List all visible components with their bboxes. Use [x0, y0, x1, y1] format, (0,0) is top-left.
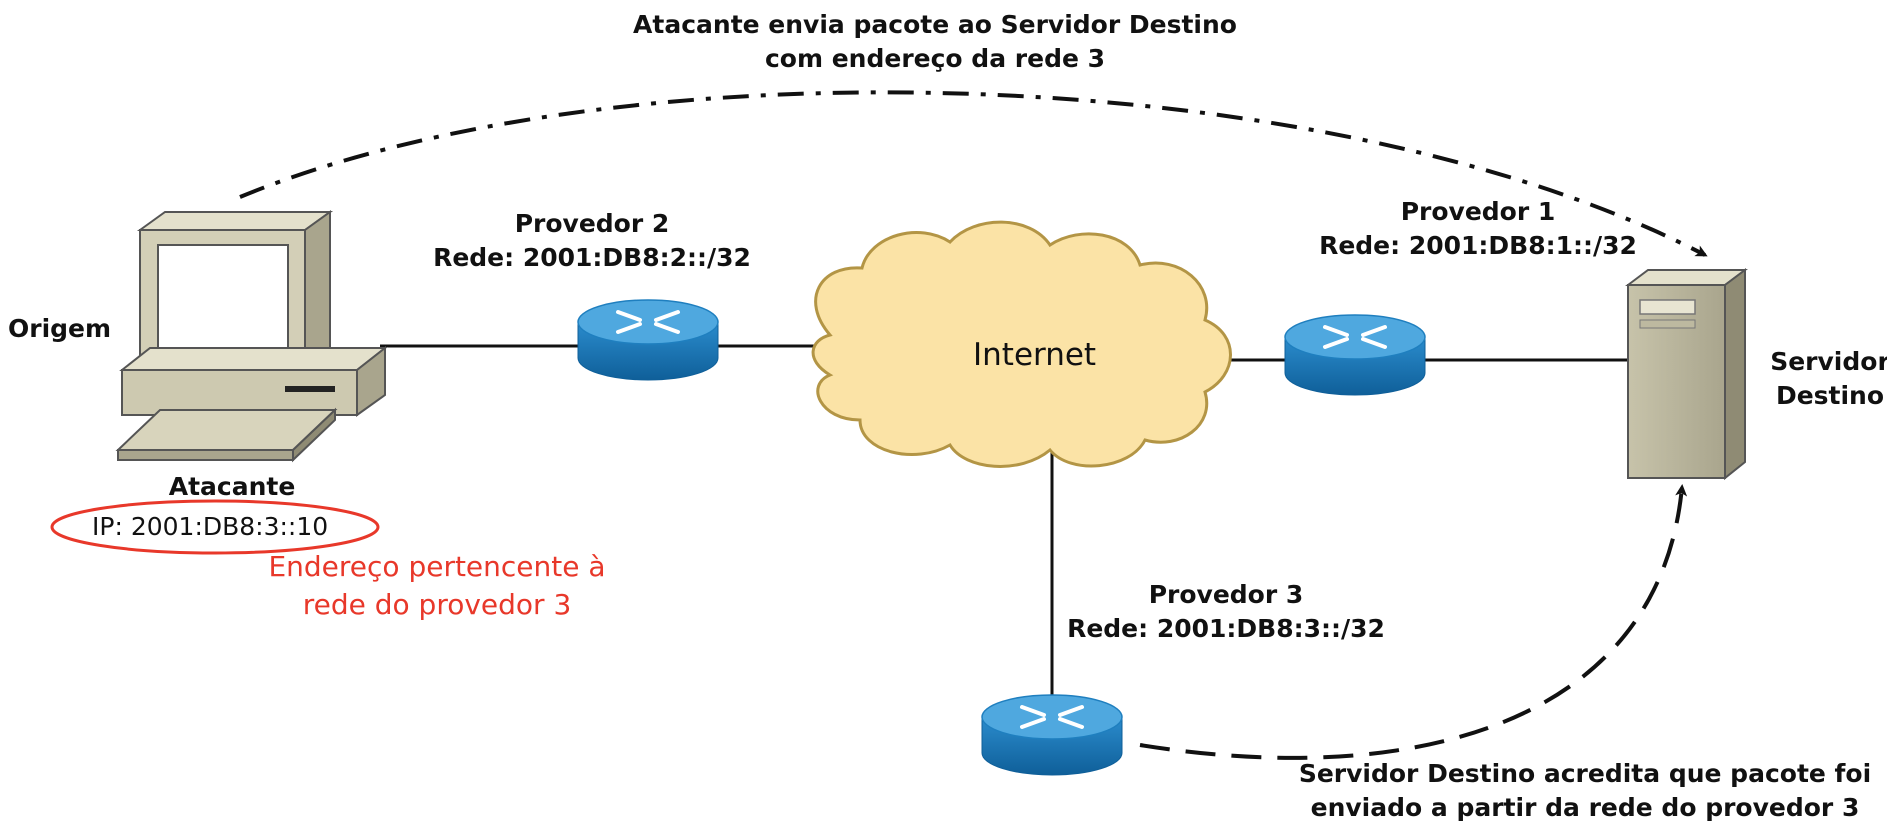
- attacker-note-line1: Endereço pertencente à: [268, 550, 606, 583]
- provider1-label: Provedor 1 Rede: 2001:DB8:1::/32: [1319, 195, 1637, 263]
- top-arrow-caption-line2: com endereço da rede 3: [764, 44, 1106, 73]
- provider2-label: Provedor 2 Rede: 2001:DB8:2::/32: [433, 207, 751, 275]
- attacker-note-line2: rede do provedor 3: [302, 588, 572, 621]
- router-provedor-2-icon: [577, 299, 719, 381]
- attacker-ip-highlight: [50, 499, 380, 555]
- attacker-note: Endereço pertencente à rede do provedor …: [268, 548, 605, 624]
- top-arrow-caption: Atacante envia pacote ao Servidor Destin…: [633, 8, 1237, 76]
- router-provedor-1-icon: [1284, 314, 1426, 396]
- provider3-name: Provedor 3: [1148, 580, 1304, 609]
- computer-icon: [115, 210, 388, 463]
- bottom-arrow-caption-line1: Servidor Destino acredita que pacote foi: [1298, 759, 1872, 788]
- server-label: Servidor Destino: [1770, 345, 1887, 413]
- provider3-network: Rede: 2001:DB8:3::/32: [1067, 614, 1385, 643]
- router-provedor-3-icon: [981, 694, 1123, 776]
- server-icon: [1625, 268, 1748, 481]
- provider3-label: Provedor 3 Rede: 2001:DB8:3::/32: [1067, 578, 1385, 646]
- bottom-arrow-caption: Servidor Destino acredita que pacote foi…: [1299, 757, 1871, 824]
- origin-label: Origem: [8, 314, 112, 343]
- return-trust-arrow: [1139, 484, 1688, 760]
- internet-label: Internet: [973, 337, 1097, 373]
- internet-cloud: [811, 220, 1232, 468]
- attacker-ip: IP: 2001:DB8:3::10: [92, 512, 329, 541]
- bottom-arrow-caption-line2: enviado a partir da rede do provedor 3: [1310, 793, 1860, 822]
- provider1-name: Provedor 1: [1400, 197, 1556, 226]
- server-label-line2: Destino: [1775, 381, 1885, 410]
- provider2-network: Rede: 2001:DB8:2::/32: [433, 243, 751, 272]
- attacker-name: Atacante: [168, 472, 296, 501]
- provider2-name: Provedor 2: [514, 209, 670, 238]
- top-arrow-caption-line1: Atacante envia pacote ao Servidor Destin…: [633, 10, 1237, 39]
- provider1-network: Rede: 2001:DB8:1::/32: [1319, 231, 1637, 260]
- server-label-line1: Servidor: [1770, 347, 1887, 376]
- network-links: [380, 344, 1628, 710]
